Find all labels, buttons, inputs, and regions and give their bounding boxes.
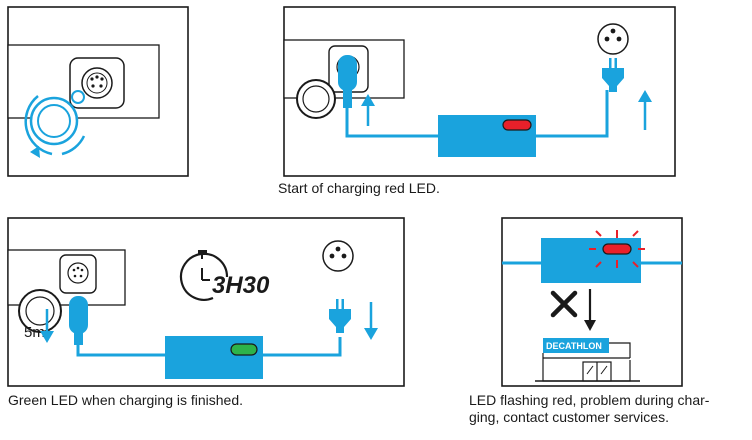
wall-socket-icon (322, 240, 354, 272)
store-icon: DECATHLON (535, 338, 640, 382)
panel-connector-rotate (7, 6, 189, 177)
caption-flashing-red-line2: ging, contact customer services. (469, 409, 669, 425)
down-arrow-icon (584, 289, 596, 331)
up-arrow-icon (361, 94, 375, 126)
charger-box-icon (438, 115, 536, 157)
store-sign: DECATHLON (546, 341, 602, 351)
caption-flashing-red-line1: LED flashing red, problem during char- (469, 392, 710, 408)
up-arrow-icon (638, 90, 652, 130)
rotate-arrow-icon (24, 90, 86, 158)
cross-icon (550, 290, 578, 318)
panel-start-charging (283, 6, 676, 177)
panel-flashing-red: DECATHLON (501, 217, 683, 387)
charger-box-icon (541, 230, 645, 283)
stopwatch-icon (179, 250, 229, 301)
connector-socket-icon (59, 254, 97, 294)
caption-charging-finished: Green LED when charging is finished. (8, 392, 244, 408)
down-arrow-icon (40, 309, 54, 343)
charger-box-icon (165, 336, 263, 379)
wall-socket-icon (597, 23, 629, 55)
down-arrow-icon (364, 302, 378, 340)
partial-label: 5m (24, 324, 45, 341)
timer-label: 3H30 (212, 272, 270, 299)
caption-start-charging: Start of charging red LED. (278, 180, 440, 196)
panel-charging-finished: 5m 3H30 (7, 217, 405, 387)
